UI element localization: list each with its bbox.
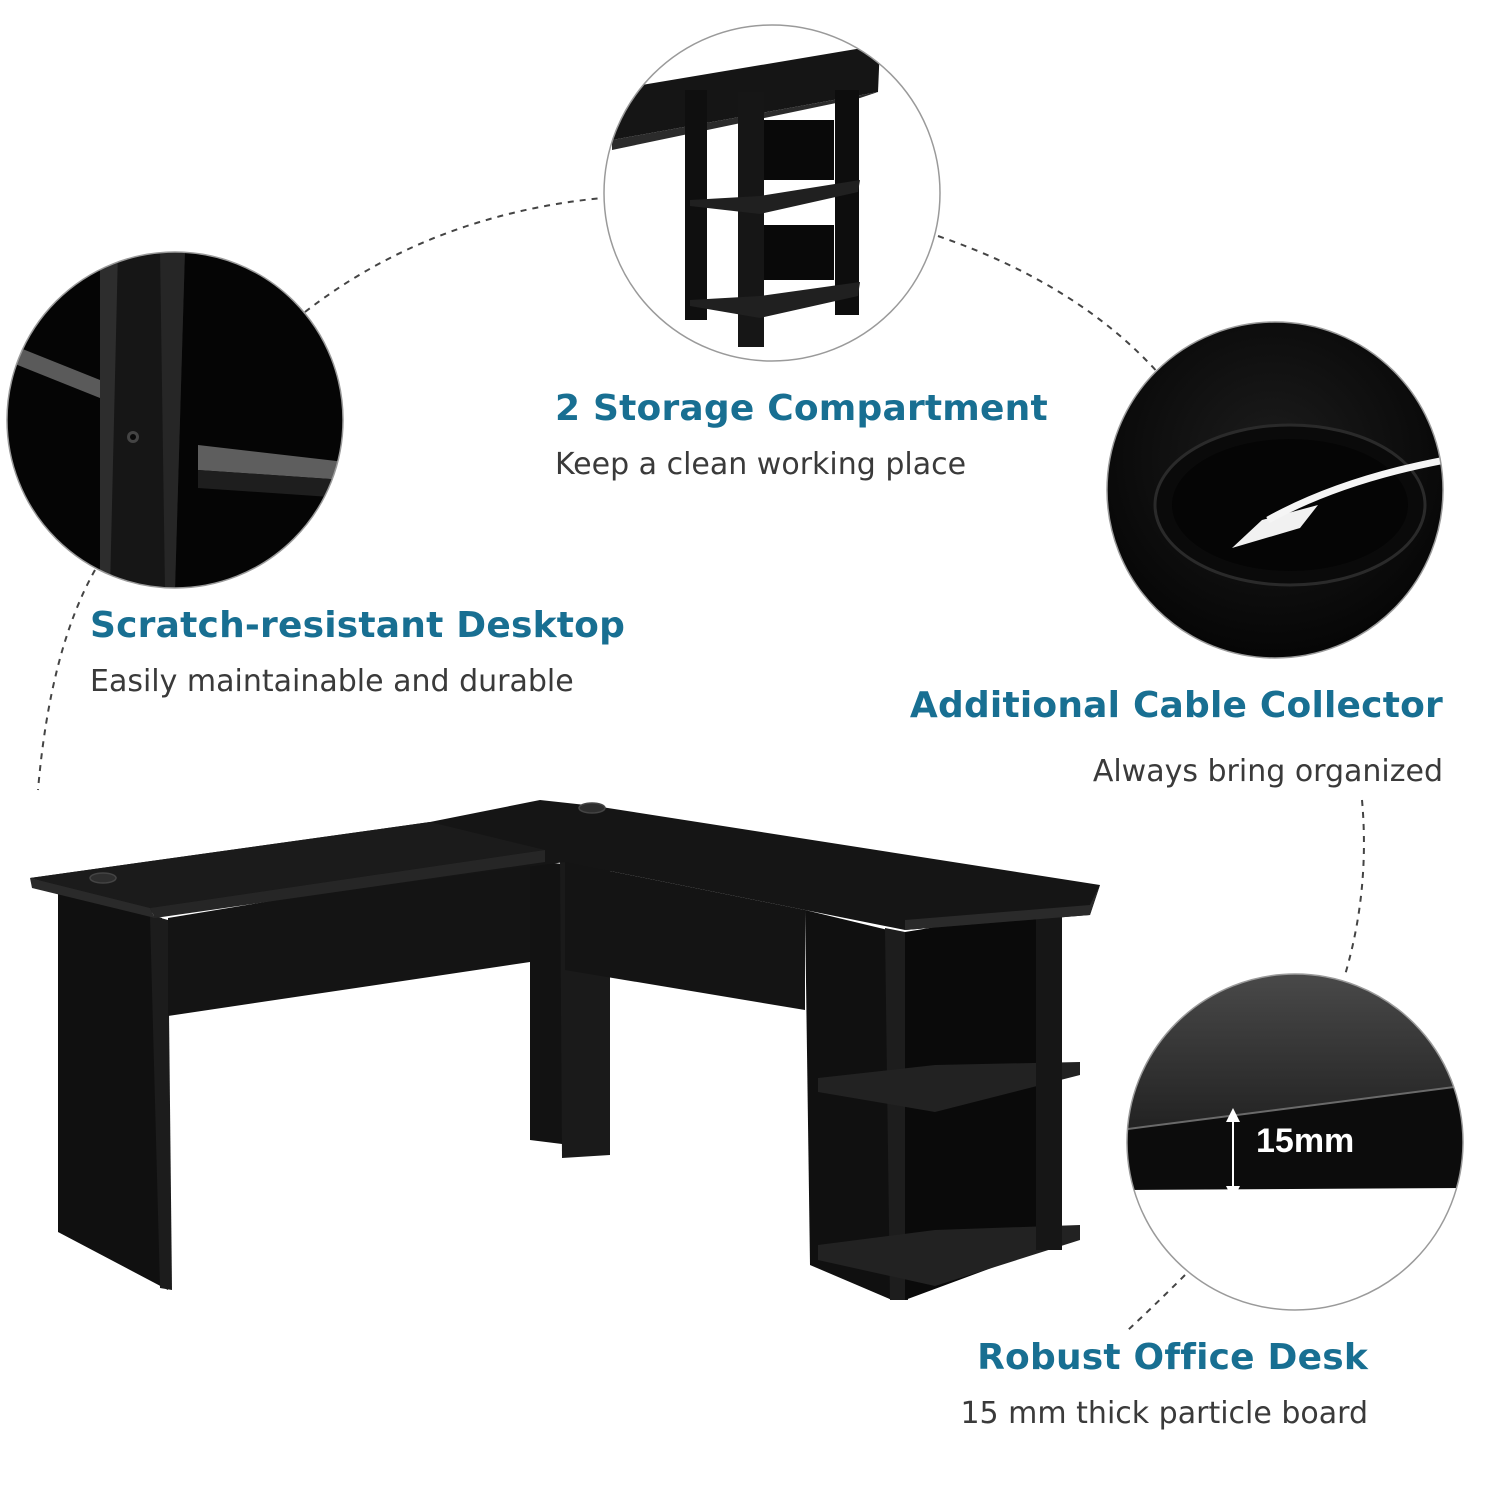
- feature-title: Additional Cable Collector: [909, 685, 1443, 726]
- storage-detail-photo: [603, 24, 941, 362]
- feature-desktop: Scratch-resistant Desktop Easily maintai…: [90, 605, 625, 699]
- feature-description: Keep a clean working place: [555, 447, 967, 482]
- feature-storage: 2 Storage Compartment Keep a clean worki…: [555, 388, 1048, 482]
- thickness-callout-label: 15mm: [1256, 1122, 1355, 1160]
- board-thickness-photo: [1126, 973, 1464, 1311]
- feature-description: Always bring organized: [1092, 754, 1443, 789]
- dashed-connector-lines: [37, 197, 1365, 1331]
- feature-title: Robust Office Desk: [977, 1337, 1368, 1378]
- feature-robust: Robust Office Desk 15 mm thick particle …: [960, 1337, 1368, 1431]
- feature-description: 15 mm thick particle board: [960, 1396, 1368, 1431]
- cable-collector-photo: [1106, 321, 1444, 659]
- l-shaped-desk: [30, 800, 1100, 1300]
- feature-title: 2 Storage Compartment: [555, 388, 1048, 429]
- feature-title: Scratch-resistant Desktop: [90, 605, 626, 646]
- desktop-detail-photo: [6, 251, 344, 589]
- feature-cable: Additional Cable Collector Always bring …: [910, 685, 1443, 789]
- feature-description: Easily maintainable and durable: [90, 664, 574, 699]
